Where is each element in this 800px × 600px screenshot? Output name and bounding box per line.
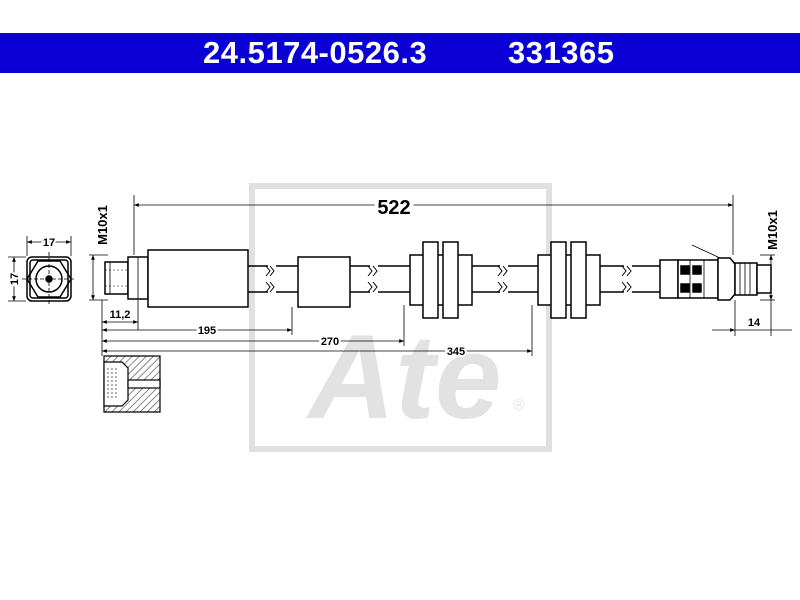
total-length-label: 522	[377, 197, 410, 219]
ate-logo-watermark: Ate ®	[249, 183, 552, 452]
brake-hose	[104, 241, 772, 319]
distance-195-label: 195	[198, 325, 216, 337]
hex-width-label: 17	[43, 237, 55, 249]
logo-registered-mark: ®	[513, 397, 525, 414]
end-length-dimension	[712, 300, 792, 336]
left-thread-label: M10x1	[95, 205, 110, 245]
right-thread-label: M10x1	[765, 210, 780, 250]
right-thread-dimension	[760, 254, 775, 301]
header-bar: 24.5174-0526.3 331365	[0, 33, 800, 73]
logo-text: Ate	[305, 310, 501, 444]
reference-number: 331365	[508, 35, 615, 70]
hex-height-dimension	[8, 256, 26, 302]
end-length-label: 14	[748, 317, 761, 329]
total-length-dimension	[133, 195, 734, 255]
hex-width-dimension	[26, 236, 72, 256]
distance-270-label: 270	[321, 336, 339, 348]
hex-end-view	[22, 252, 76, 306]
distance-dimensions	[101, 305, 533, 356]
port-section-view	[103, 355, 161, 413]
hex-height-label: 17	[9, 273, 21, 285]
part-number: 24.5174-0526.3	[203, 35, 428, 70]
left-thread-dimension	[89, 254, 108, 301]
distance-345-label: 345	[447, 346, 465, 358]
fitting-length-label: 11,2	[110, 309, 131, 321]
fitting-length-dimension	[101, 300, 139, 330]
